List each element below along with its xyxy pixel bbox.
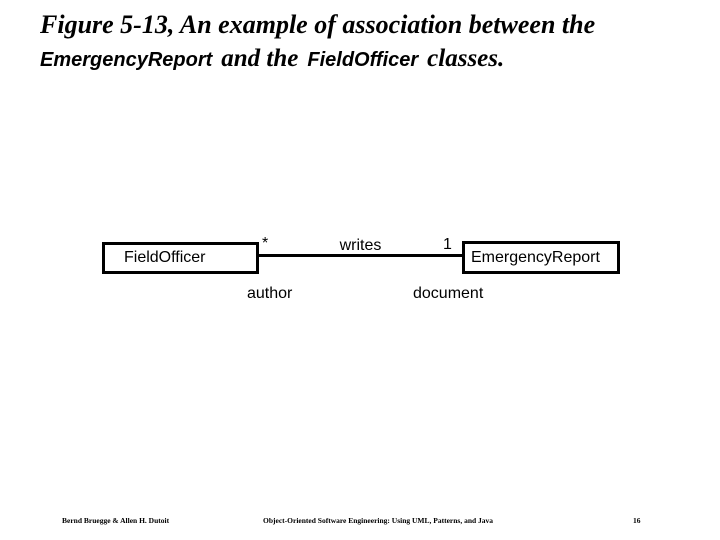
multiplicity-left-star: * [262, 235, 269, 252]
footer-authors: Bernd Bruegge & Allen H. Dutoit [62, 516, 170, 525]
multiplicity-right-one: 1 [443, 236, 452, 253]
title-end-text: classes. [427, 45, 505, 72]
title-classname-emergencyreport: EmergencyReport [40, 49, 213, 71]
uml-class-fieldofficer: FieldOfficer [102, 242, 259, 274]
uml-class-fieldofficer-label: FieldOfficer [124, 249, 206, 266]
association-name-writes: writes [339, 237, 382, 254]
footer-book-title: Object-Oriented Software Engineering: Us… [263, 516, 494, 525]
title-line-2: EmergencyReport and the FieldOfficer classe… [40, 45, 700, 76]
footer-page-number: 16 [633, 516, 641, 525]
title-line-1: Figure 5-13, An example of association b… [40, 10, 596, 39]
title-classname-fieldofficer: FieldOfficer [307, 49, 419, 71]
role-label-document: document [413, 285, 484, 302]
uml-class-emergencyreport-label: EmergencyReport [471, 248, 600, 266]
title-connector-text: and the [221, 45, 299, 72]
uml-class-emergencyreport: EmergencyReport [462, 241, 620, 274]
slide-title: Figure 5-13, An example of association b… [40, 10, 700, 76]
role-label-author: author [247, 285, 293, 302]
association-line [259, 254, 462, 257]
